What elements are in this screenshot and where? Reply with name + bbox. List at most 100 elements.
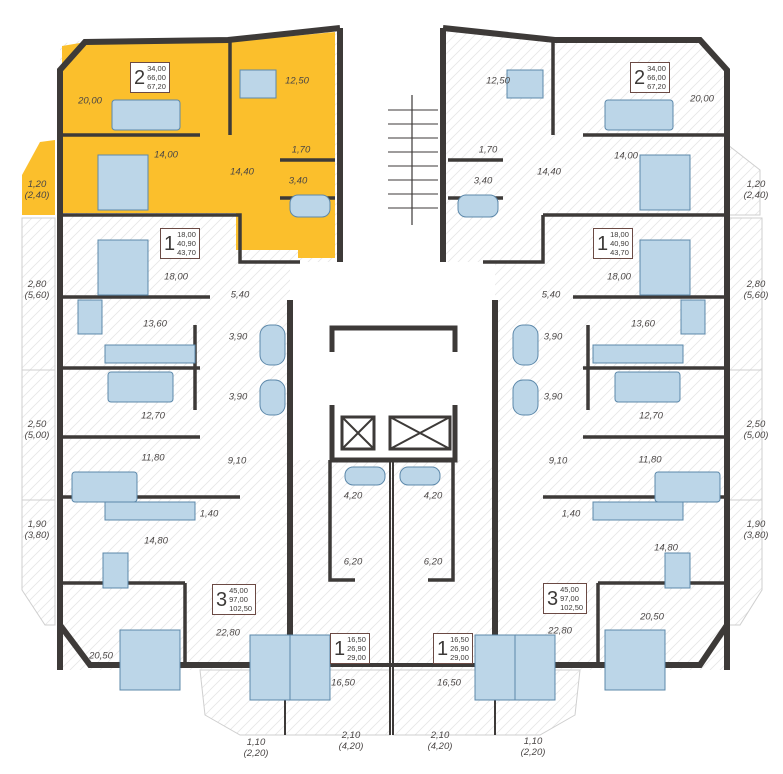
total-area-with-balcony: 43,70 xyxy=(610,248,629,257)
room-count: 1 xyxy=(334,637,346,660)
room-count: 3 xyxy=(547,587,559,610)
elevator-core xyxy=(329,325,458,463)
room-area-label: 6,20 xyxy=(343,556,363,568)
room-area-label: 11,80 xyxy=(638,454,662,466)
room-area-label: 22,80 xyxy=(548,625,572,637)
room-count: 1 xyxy=(437,637,449,660)
room-area-label: 12,50 xyxy=(285,75,309,87)
room-area-label: 5,40 xyxy=(230,289,250,301)
room-area-label: 16,50 xyxy=(331,677,355,689)
living-area: 18,00 xyxy=(177,230,196,239)
room-area-label: 1,10 (2,20) xyxy=(243,737,269,759)
room-count: 2 xyxy=(634,66,646,89)
room-count: 1 xyxy=(597,232,609,255)
room-area-label: 1,70 xyxy=(291,144,311,156)
selected-balcony-fill xyxy=(22,140,55,215)
total-area: 26,90 xyxy=(347,644,366,653)
living-area: 18,00 xyxy=(610,230,629,239)
room-area-label: 14,00 xyxy=(154,149,178,161)
living-area: 34,00 xyxy=(147,64,166,73)
room-area-label: 1,20 (2,40) xyxy=(24,179,50,201)
room-area-label: 4,20 xyxy=(343,490,363,502)
room-area-label: 1,90 (3,80) xyxy=(24,519,50,541)
room-area-label: 6,20 xyxy=(423,556,443,568)
room-area-label: 1,20 (2,40) xyxy=(743,179,769,201)
room-area-label: 14,40 xyxy=(537,166,561,178)
total-area: 97,00 xyxy=(560,594,579,603)
room-area-label: 2,50 (5,00) xyxy=(24,419,50,441)
room-area-label: 1,10 (2,20) xyxy=(520,736,546,758)
room-area-label: 1,90 (3,80) xyxy=(743,519,769,541)
furniture xyxy=(71,69,721,701)
room-area-label: 20,50 xyxy=(89,650,113,662)
room-area-label: 14,40 xyxy=(230,166,254,178)
room-area-label: 3,40 xyxy=(288,175,308,187)
room-area-label: 9,10 xyxy=(548,455,568,467)
living-area: 45,00 xyxy=(229,586,248,595)
room-area-label: 20,00 xyxy=(690,93,714,105)
room-area-label: 5,40 xyxy=(541,289,561,301)
room-area-label: 11,80 xyxy=(141,452,165,464)
room-area-label: 13,60 xyxy=(143,318,167,330)
room-area-label: 3,90 xyxy=(228,391,248,403)
room-area-label: 3,90 xyxy=(543,331,563,343)
room-area-label: 1,40 xyxy=(561,508,581,520)
room-area-label: 14,80 xyxy=(144,535,168,547)
living-area: 45,00 xyxy=(560,585,579,594)
total-area-with-balcony: 67,20 xyxy=(647,82,666,91)
living-area: 16,50 xyxy=(450,635,469,644)
total-area: 40,90 xyxy=(610,239,629,248)
room-area-label: 4,20 xyxy=(423,490,443,502)
room-area-label: 3,90 xyxy=(543,391,563,403)
staircase xyxy=(388,95,438,225)
room-area-label: 14,00 xyxy=(614,150,638,162)
room-area-label: 2,80 (5,60) xyxy=(24,279,50,301)
room-area-label: 18,00 xyxy=(607,271,631,283)
total-area-with-balcony: 29,00 xyxy=(450,653,469,662)
room-area-label: 16,50 xyxy=(437,677,461,689)
room-area-label: 2,10 (4,20) xyxy=(338,730,364,752)
room-count: 1 xyxy=(164,232,176,255)
room-area-label: 2,80 (5,60) xyxy=(743,279,769,301)
living-area: 16,50 xyxy=(347,635,366,644)
room-count: 2 xyxy=(134,66,146,89)
room-area-label: 2,10 (4,20) xyxy=(427,730,453,752)
total-area-with-balcony: 102,50 xyxy=(560,603,584,612)
room-area-label: 22,80 xyxy=(216,627,240,639)
room-area-label: 2,50 (5,00) xyxy=(743,419,769,441)
room-area-label: 20,00 xyxy=(78,95,102,107)
total-area-with-balcony: 29,00 xyxy=(347,653,366,662)
room-area-label: 14,80 xyxy=(654,542,678,554)
total-area: 40,90 xyxy=(177,239,196,248)
total-area-with-balcony: 102,50 xyxy=(229,604,253,613)
room-area-label: 12,50 xyxy=(486,75,510,87)
room-area-label: 13,60 xyxy=(631,318,655,330)
living-area: 34,00 xyxy=(647,64,666,73)
room-area-label: 18,00 xyxy=(164,271,188,283)
room-area-label: 3,90 xyxy=(228,331,248,343)
room-area-label: 12,70 xyxy=(639,410,663,422)
total-area: 97,00 xyxy=(229,595,248,604)
total-area: 66,00 xyxy=(647,73,666,82)
interior-walls xyxy=(60,42,727,665)
total-area-with-balcony: 43,70 xyxy=(177,248,196,257)
balconies xyxy=(21,143,763,736)
room-area-label: 3,40 xyxy=(473,175,493,187)
room-count: 3 xyxy=(216,588,228,611)
total-area-with-balcony: 67,20 xyxy=(147,82,166,91)
room-area-label: 12,70 xyxy=(141,410,165,422)
room-area-label: 1,70 xyxy=(478,144,498,156)
total-area: 26,90 xyxy=(450,644,469,653)
room-area-label: 9,10 xyxy=(227,455,247,467)
room-area-label: 20,50 xyxy=(640,611,664,623)
